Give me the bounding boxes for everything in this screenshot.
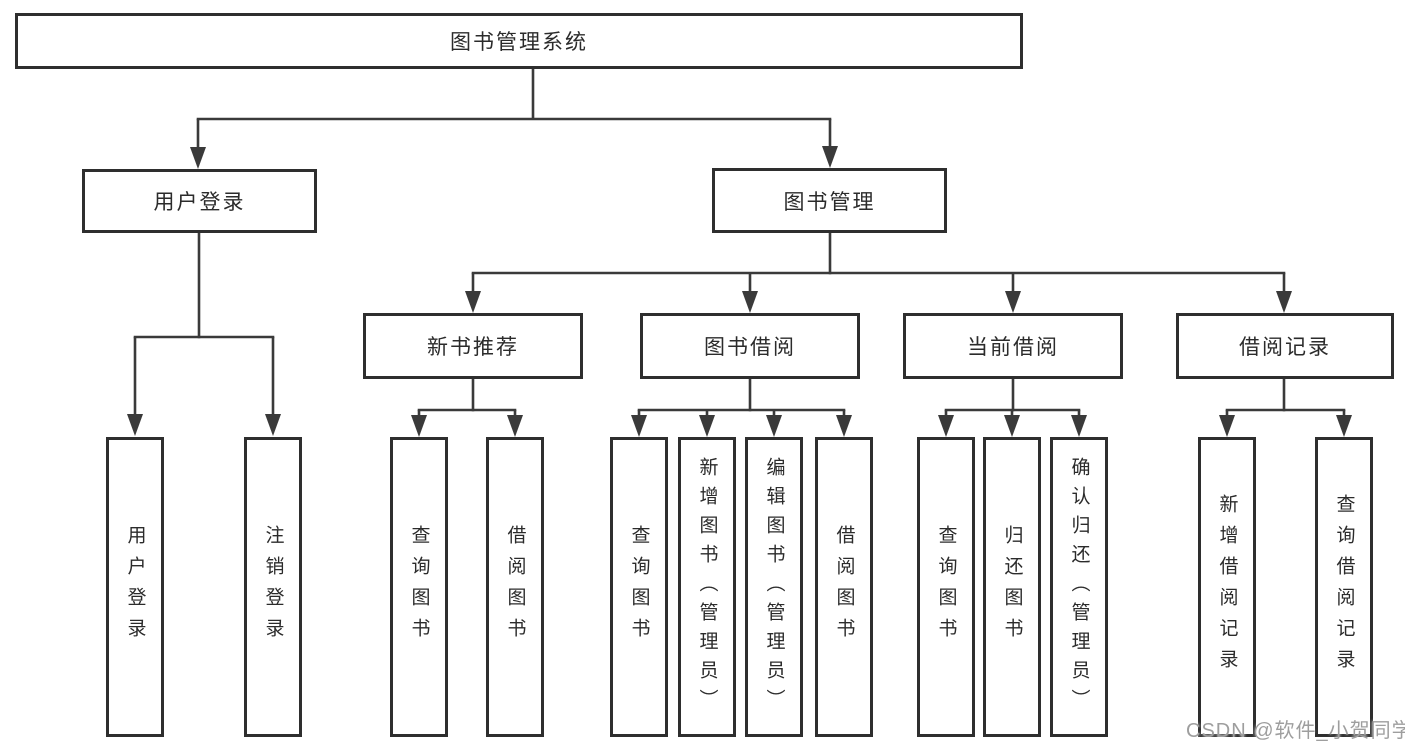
leaf-add-books-admin: 新增图书（管理员） [678, 437, 736, 737]
leaf-query-borrow-record: 查询借阅记录 [1315, 437, 1373, 737]
node-user-login: 用户登录 [82, 169, 317, 233]
leaf-borrow-books-1-label: 借阅图书 [504, 525, 526, 649]
leaf-query-books-2: 查询图书 [610, 437, 668, 737]
leaf-add-borrow-record-label: 新增借阅记录 [1216, 494, 1238, 680]
leaf-user-login: 用户登录 [106, 437, 164, 737]
leaf-logout: 注销登录 [244, 437, 302, 737]
leaf-confirm-return-admin-label: 确认归还（管理员） [1068, 456, 1090, 718]
leaf-logout-label: 注销登录 [262, 525, 284, 649]
leaf-confirm-return-admin: 确认归还（管理员） [1050, 437, 1108, 737]
node-borrow-records-label: 借阅记录 [1239, 336, 1331, 359]
leaf-query-books-2-label: 查询图书 [628, 525, 650, 649]
leaf-borrow-books-1: 借阅图书 [486, 437, 544, 737]
node-book-management-label: 图书管理 [783, 190, 876, 214]
leaf-query-books-3: 查询图书 [917, 437, 975, 737]
leaf-add-borrow-record: 新增借阅记录 [1198, 437, 1256, 737]
leaf-borrow-books-2-label: 借阅图书 [833, 525, 855, 649]
leaf-add-books-admin-label: 新增图书（管理员） [696, 456, 718, 718]
node-book-management: 图书管理 [712, 168, 947, 233]
arrowheads [127, 146, 1352, 437]
leaf-return-books: 归还图书 [983, 437, 1041, 737]
node-new-book-recommend: 新书推荐 [363, 313, 583, 379]
leaf-edit-books-admin-label: 编辑图书（管理员） [763, 456, 785, 718]
node-borrow-records: 借阅记录 [1176, 313, 1394, 379]
node-current-borrowing: 当前借阅 [903, 313, 1123, 379]
leaf-query-books-1-label: 查询图书 [408, 525, 430, 649]
leaf-query-borrow-record-label: 查询借阅记录 [1333, 494, 1355, 680]
node-user-login-label: 用户登录 [153, 191, 246, 214]
node-current-borrowing-label: 当前借阅 [967, 336, 1059, 359]
leaf-query-books-1: 查询图书 [390, 437, 448, 737]
csdn-watermark: CSDN @软件_小贺同学 [1186, 720, 1405, 742]
leaf-query-books-3-label: 查询图书 [935, 525, 957, 649]
node-root-system-label: 图书管理系统 [450, 31, 588, 54]
leaf-return-books-label: 归还图书 [1001, 525, 1023, 649]
node-root-system: 图书管理系统 [15, 13, 1023, 69]
node-book-borrowing: 图书借阅 [640, 313, 860, 379]
leaf-user-login-label: 用户登录 [124, 525, 146, 649]
node-new-book-recommend-label: 新书推荐 [427, 336, 519, 359]
leaf-edit-books-admin: 编辑图书（管理员） [745, 437, 803, 737]
node-book-borrowing-label: 图书借阅 [704, 336, 796, 359]
leaf-borrow-books-2: 借阅图书 [815, 437, 873, 737]
